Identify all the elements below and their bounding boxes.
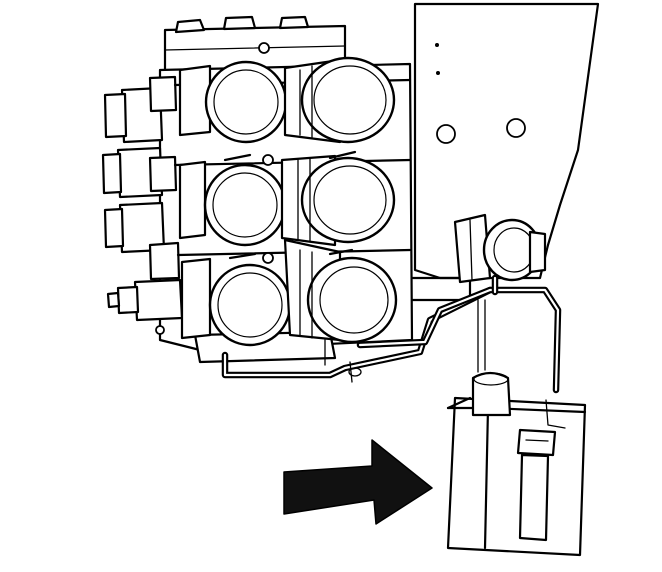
screw	[262, 154, 274, 166]
plate-rivet	[435, 43, 439, 47]
plate-connector	[453, 213, 547, 284]
solenoid-coils	[178, 56, 398, 347]
plate-rivet	[436, 71, 440, 75]
manifold-port	[258, 42, 270, 54]
solenoid-coil	[180, 257, 292, 347]
screw	[262, 252, 274, 264]
solenoid-coil	[280, 154, 396, 247]
pointer-arrow	[283, 439, 433, 525]
hex-nut	[174, 15, 310, 34]
electrical-plug	[446, 371, 587, 557]
small-port	[155, 325, 165, 335]
plate-hole-left	[436, 124, 456, 144]
left-fittings	[101, 75, 184, 335]
cable-clip	[348, 367, 362, 377]
solenoid-coil	[283, 238, 398, 344]
plate-hole-right	[506, 118, 526, 138]
solenoid-coil	[178, 160, 287, 247]
solenoid-coil	[283, 56, 396, 144]
mounting-plate	[403, 2, 600, 302]
solenoid-coil	[178, 60, 288, 144]
wiring-harness	[221, 274, 562, 394]
